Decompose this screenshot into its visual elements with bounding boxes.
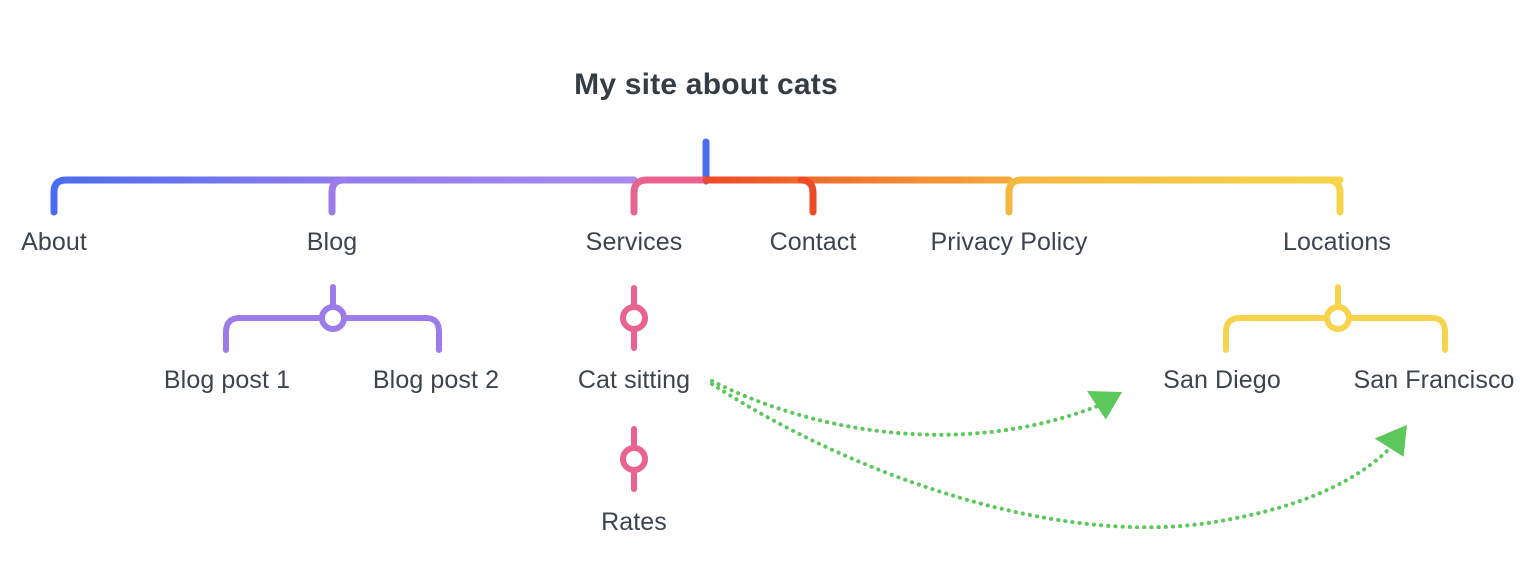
node-label-locations[interactable]: Locations	[1283, 228, 1391, 256]
junction-node-rates	[620, 445, 648, 473]
node-label-about[interactable]: About	[21, 228, 87, 256]
connector-privacy-policy	[1005, 176, 1344, 216]
node-label-san-francisco[interactable]: San Francisco	[1353, 366, 1515, 394]
node-label-blog-post-1[interactable]: Blog post 1	[163, 366, 291, 394]
node-label-cat-sitting[interactable]: Cat sitting	[577, 366, 691, 394]
connector-contact	[797, 176, 817, 216]
junction-node-locations	[1324, 304, 1352, 332]
connector-about	[50, 176, 638, 216]
node-label-privacy-policy[interactable]: Privacy Policy	[930, 228, 1088, 256]
connector-locations	[1324, 176, 1344, 216]
node-label-san-diego[interactable]: San Diego	[1163, 366, 1281, 394]
node-label-rates[interactable]: Rates	[601, 508, 667, 536]
junction-node-cat-sitting	[620, 304, 648, 332]
connector-blog	[328, 176, 348, 216]
node-label-contact[interactable]: Contact	[769, 228, 857, 256]
node-label-services[interactable]: Services	[585, 228, 683, 256]
annotation-arrow-cat-sitting-to-san-francisco	[710, 382, 1407, 530]
node-label-blog-post-2[interactable]: Blog post 2	[372, 366, 500, 394]
junction-node-blog	[319, 304, 347, 332]
connector-services	[630, 176, 710, 216]
node-label-blog[interactable]: Blog	[306, 228, 358, 256]
page-title: My site about cats	[574, 68, 838, 101]
annotation-arrow-cat-sitting-to-san-diego	[710, 379, 1123, 437]
